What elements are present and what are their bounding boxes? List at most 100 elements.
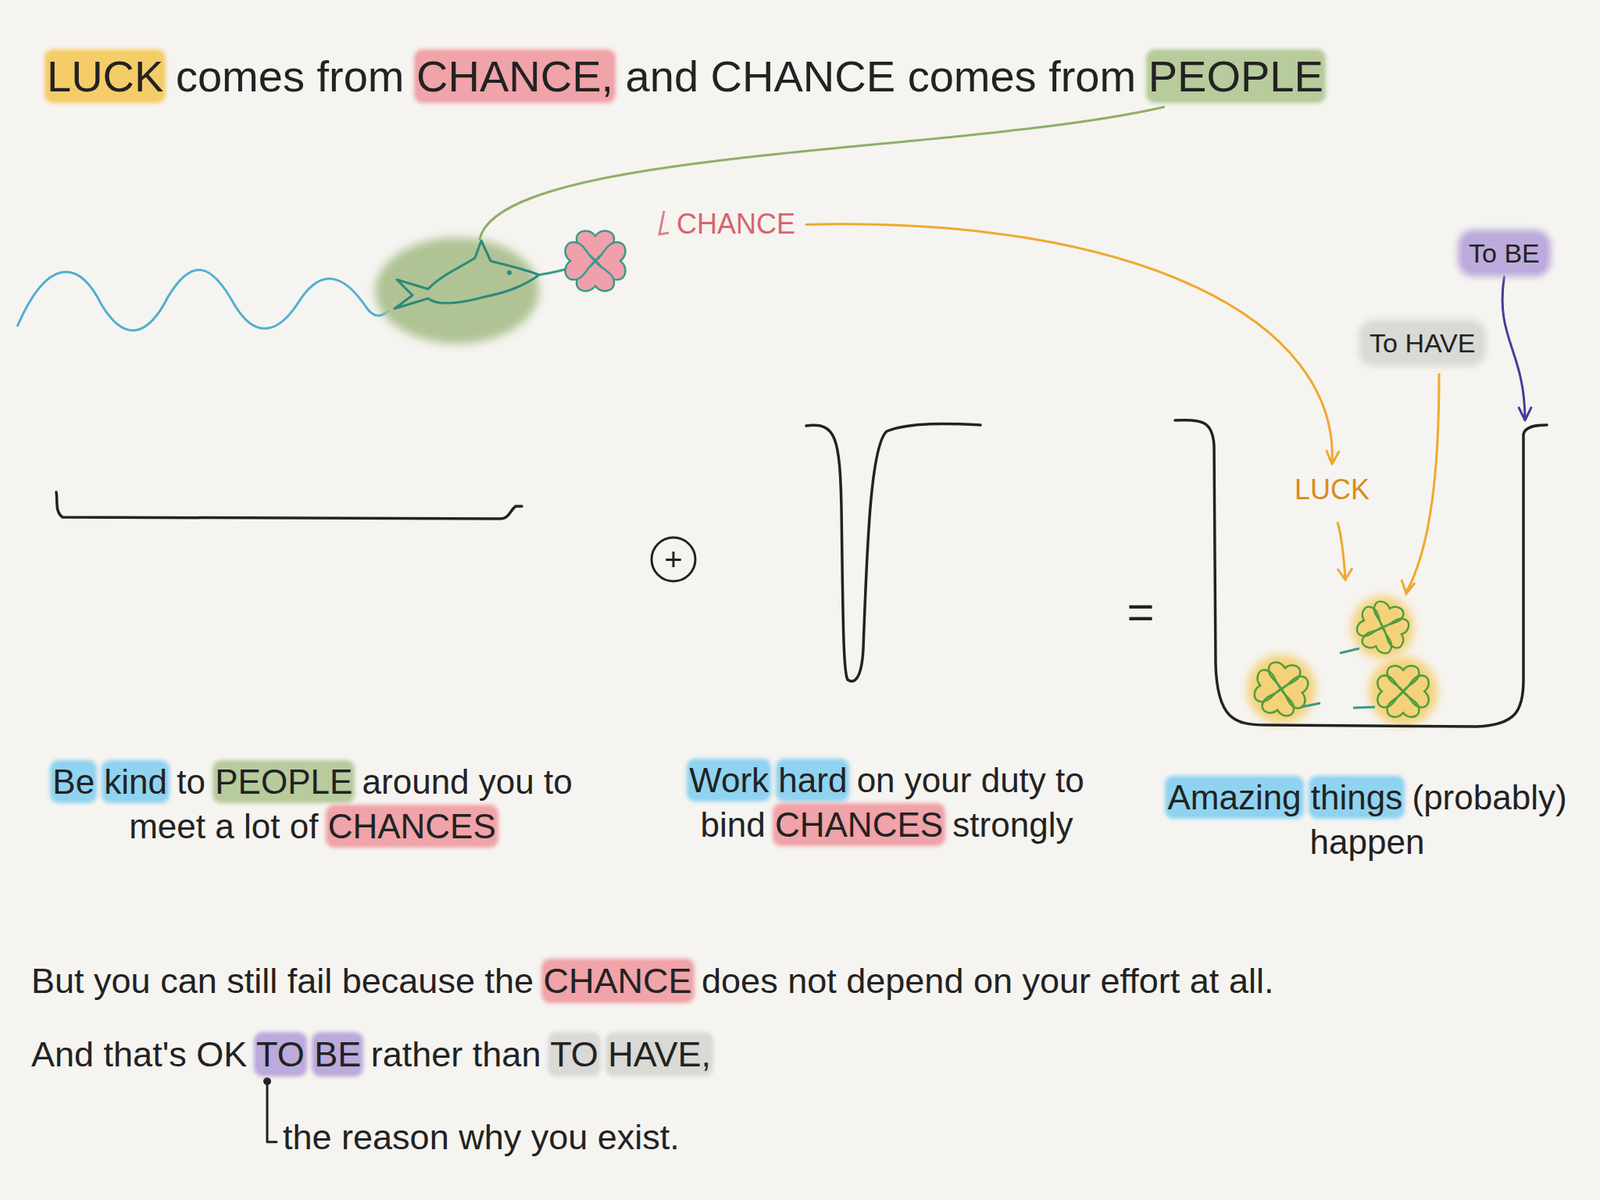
title: LUCK comes from CHANCE, and CHANCE comes…	[46, 48, 1324, 106]
word: does	[701, 960, 779, 1001]
cup: Amazing things (probably) happenLUCK	[1164, 414, 1571, 865]
word: your	[1022, 960, 1092, 1001]
deep-v: Work hard on your duty to bind CHANCES s…	[652, 414, 1122, 847]
word: you	[531, 1117, 589, 1158]
deep-v-stroke	[806, 423, 981, 682]
fish-blob	[375, 237, 540, 344]
word: on	[857, 760, 896, 800]
word: effort	[1100, 960, 1181, 1001]
note-line: But you can still fail because the CHANC…	[31, 959, 1274, 1004]
word: To	[1369, 328, 1398, 358]
cup-stroke	[1175, 420, 1547, 727]
word: and	[625, 51, 699, 101]
word: CHANCE,	[416, 51, 614, 101]
word: still	[226, 960, 278, 1001]
word: PEOPLE	[1148, 51, 1324, 101]
word: HAVE,	[607, 1034, 711, 1075]
word: CHANCES	[775, 805, 943, 844]
word: duty	[981, 760, 1047, 800]
word: the	[282, 1117, 333, 1158]
flat-tray-outline	[31, 468, 594, 532]
deep-v-outline	[652, 414, 1122, 696]
word: kind	[103, 762, 168, 801]
word: strongly	[952, 805, 1073, 844]
word: all.	[1228, 960, 1275, 1001]
fish	[394, 240, 540, 309]
word: because	[342, 960, 475, 1001]
word: than	[472, 1034, 542, 1075]
node-text: Be kind to PEOPLE around you to meet a l…	[31, 468, 594, 849]
word: meet	[128, 807, 206, 846]
word: And	[31, 1034, 94, 1075]
to-be-tag: To BE	[1462, 234, 1547, 272]
word: you	[478, 762, 535, 801]
word: OK	[196, 1034, 247, 1075]
word: Amazing	[1167, 778, 1301, 817]
bracket-dot	[263, 1077, 272, 1086]
word: HAVE	[1404, 328, 1475, 358]
word: the	[484, 960, 534, 1001]
word: your	[904, 760, 972, 800]
note-line: And that's OK TO BE rather than TO HAVE,	[31, 1032, 711, 1077]
word: CHANCES	[328, 807, 497, 846]
word: lot	[243, 807, 280, 846]
word: TO	[550, 1034, 599, 1075]
word: happen	[1310, 822, 1425, 861]
word: BE	[1503, 238, 1540, 268]
pink-clover	[565, 231, 626, 292]
word: PEOPLE	[214, 762, 353, 801]
word: to	[176, 762, 206, 801]
have-leader	[1401, 373, 1440, 594]
word: BE	[314, 1034, 361, 1075]
word: can	[160, 960, 218, 1001]
note-line: the reason why you exist.	[282, 1115, 680, 1160]
word: at	[1189, 960, 1220, 1001]
word: on	[973, 960, 1013, 1001]
word: (probably)	[1411, 778, 1567, 817]
word: from	[1048, 51, 1136, 101]
node-text: To HAVE	[1369, 325, 1475, 361]
word: around	[362, 762, 470, 801]
word: bind	[700, 805, 766, 844]
chance-hook	[659, 210, 669, 235]
reason-bracket	[267, 1083, 277, 1143]
luck-leader	[1337, 521, 1353, 580]
connector	[806, 224, 1340, 465]
word: a	[214, 807, 234, 846]
flat-tray-stroke	[56, 492, 522, 519]
chance-label: CHANCE	[673, 204, 799, 245]
word: TO	[256, 1034, 305, 1075]
to-have-tag: To HAVE	[1363, 324, 1482, 362]
word: LUCK	[46, 51, 164, 101]
fish-eye	[507, 270, 512, 275]
node-text: Work hard on your duty to bind CHANCES s…	[652, 414, 1122, 847]
plus-circle	[651, 537, 696, 582]
word: to	[1055, 760, 1085, 800]
word: comes	[907, 51, 1037, 101]
word: rather	[371, 1034, 464, 1075]
word: CHANCE	[710, 51, 896, 101]
word: of	[289, 807, 319, 846]
word: Work	[689, 760, 769, 800]
word: exist.	[597, 1117, 680, 1158]
node-text: To BE	[1468, 235, 1540, 271]
word: CHANCE	[543, 960, 693, 1001]
word: depend	[846, 960, 964, 1001]
equals-sign: =	[1126, 582, 1154, 642]
word: to	[543, 762, 573, 801]
word: you	[93, 960, 151, 1001]
luck-label: LUCK	[1291, 470, 1373, 511]
word: why	[458, 1117, 522, 1158]
word: reason	[341, 1117, 450, 1158]
word: from	[316, 51, 404, 101]
node-text: LUCK	[1294, 471, 1370, 509]
word: hard	[778, 760, 847, 800]
connector	[1502, 276, 1532, 421]
word: CHANCE	[676, 207, 796, 240]
word: +	[664, 542, 683, 577]
wave	[17, 269, 390, 330]
word: fail	[287, 960, 333, 1001]
